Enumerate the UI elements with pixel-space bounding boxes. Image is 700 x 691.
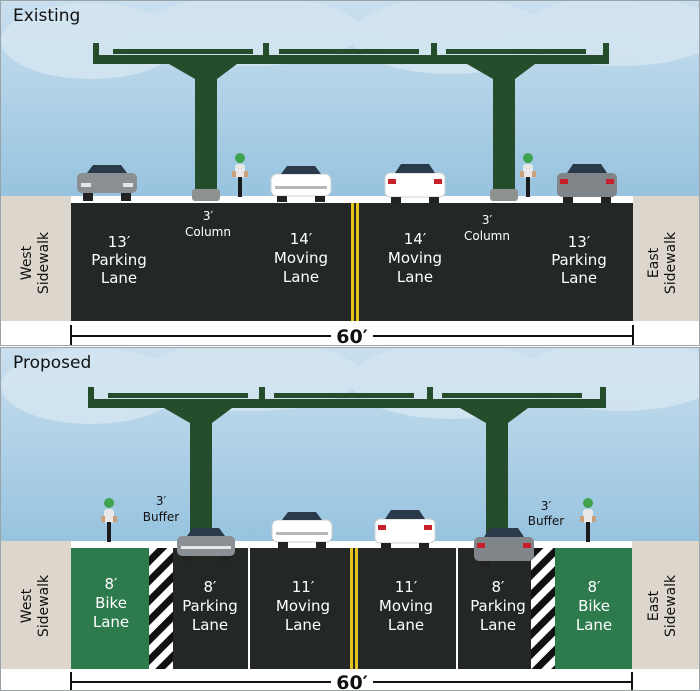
- ground-strip: [1, 669, 699, 690]
- west-sidewalk-label-line: Sidewalk: [36, 574, 52, 637]
- lane-name-line: Lane: [576, 616, 612, 634]
- total-width: 60′: [336, 672, 367, 691]
- lane-labels: 13′ Parking Lane 14′ Moving Lane 14′ Mov…: [91, 209, 607, 287]
- elevated-railway: [93, 43, 609, 189]
- lane-width: 8′: [492, 578, 506, 596]
- center-line: [355, 548, 358, 669]
- existing-panel: 13′ Parking Lane 14′ Moving Lane 14′ Mov…: [0, 0, 700, 346]
- east-sidewalk-label-line: Sidewalk: [663, 231, 679, 294]
- lane-width: 13′: [568, 233, 591, 251]
- proposed-section-drawing: 8′ Bike Lane 8′ Parking Lane 11′ Moving …: [1, 348, 699, 691]
- lane-divider: [456, 548, 458, 669]
- lane-name-line: Parking: [182, 597, 238, 615]
- lane-name-line: Lane: [283, 268, 319, 286]
- bike-lane: [71, 548, 149, 669]
- lane-name-line: Bike: [95, 594, 127, 612]
- lane-name-line: Lane: [192, 616, 228, 634]
- car-icon: [384, 164, 446, 203]
- buffer-label: Buffer: [143, 510, 179, 524]
- bike-lane: [555, 548, 632, 669]
- panel-title: Existing: [13, 6, 81, 26]
- cyclist-icon: [232, 153, 248, 197]
- ground-strip: [1, 321, 699, 345]
- lane-name-line: Moving: [388, 249, 442, 267]
- column-label: Column: [464, 229, 510, 243]
- column-bases: [192, 189, 518, 201]
- cyclist-icon: [101, 498, 117, 542]
- cyclist-icon: [580, 498, 596, 542]
- west-sidewalk-label-line: West: [19, 588, 35, 623]
- lane-name-line: Lane: [480, 616, 516, 634]
- car-icon: [77, 165, 137, 201]
- lane-name-line: Lane: [93, 613, 129, 631]
- svg-text:13′: 13′: [108, 233, 131, 251]
- lane-name-line: Lane: [397, 268, 433, 286]
- center-line: [350, 548, 353, 669]
- lane-width: 8′: [105, 575, 119, 593]
- lane-width: 8′: [204, 578, 218, 596]
- column-width: 3′: [203, 209, 214, 223]
- lane-divider: [248, 548, 250, 669]
- lane-name-line: Bike: [578, 597, 610, 615]
- cyclist-icon: [520, 153, 536, 197]
- elevated-railway: [88, 387, 606, 534]
- lane-name-line: Moving: [379, 597, 433, 615]
- car-icon: [271, 512, 333, 548]
- east-sidewalk: [632, 541, 699, 669]
- car-icon: [557, 164, 617, 203]
- dimension-line: [70, 325, 634, 345]
- lane-name-line: Parking: [551, 251, 607, 269]
- west-sidewalk-label-line: West: [19, 245, 35, 280]
- lane-width: 14′: [290, 230, 313, 248]
- car-icon: [270, 166, 332, 202]
- center-line: [351, 203, 354, 321]
- dimension-line: [70, 672, 633, 690]
- lane-width: 11′: [292, 578, 315, 596]
- lane-name-line: Lane: [561, 269, 597, 287]
- column-width: 3′: [482, 213, 493, 227]
- buffer-hatch: [531, 548, 555, 669]
- panel-title: Proposed: [13, 353, 92, 373]
- existing-section-drawing: 13′ Parking Lane 14′ Moving Lane 14′ Mov…: [1, 1, 699, 346]
- buffer-width: 3′: [156, 494, 167, 508]
- buffer-width: 3′: [541, 499, 552, 513]
- lane-width: 8′: [588, 578, 602, 596]
- column-label: Column: [185, 225, 231, 239]
- buffer-label: Buffer: [528, 514, 564, 528]
- lane-name-line: Lane: [101, 269, 137, 287]
- west-sidewalk: [1, 196, 71, 321]
- proposed-panel: 8′ Bike Lane 8′ Parking Lane 11′ Moving …: [0, 347, 700, 691]
- east-sidewalk-label-line: Sidewalk: [663, 574, 679, 637]
- lane-name-line: Lane: [388, 616, 424, 634]
- lane-name-line: Moving: [276, 597, 330, 615]
- west-sidewalk-label-line: Sidewalk: [36, 231, 52, 294]
- east-sidewalk-label-line: East: [646, 590, 662, 621]
- car-icon: [177, 528, 235, 561]
- lane-width: 11′: [395, 578, 418, 596]
- lane-labels: 8′ Bike Lane 8′ Parking Lane 11′ Moving …: [93, 575, 612, 634]
- lane-name-line: Parking: [91, 251, 147, 269]
- lane-name-line: Lane: [285, 616, 321, 634]
- lane-name-line: Parking: [470, 597, 526, 615]
- east-sidewalk: [633, 196, 699, 321]
- center-line: [356, 203, 359, 321]
- west-sidewalk: [1, 541, 71, 669]
- buffer-hatch: [149, 548, 173, 669]
- lane-width: 13′: [108, 233, 131, 251]
- lane-name-line: Moving: [274, 249, 328, 267]
- total-width: 60′: [336, 326, 367, 346]
- car-icon: [474, 528, 534, 567]
- east-sidewalk-label-line: East: [646, 247, 662, 278]
- lane-width: 14′: [404, 230, 427, 248]
- car-icon: [374, 510, 436, 549]
